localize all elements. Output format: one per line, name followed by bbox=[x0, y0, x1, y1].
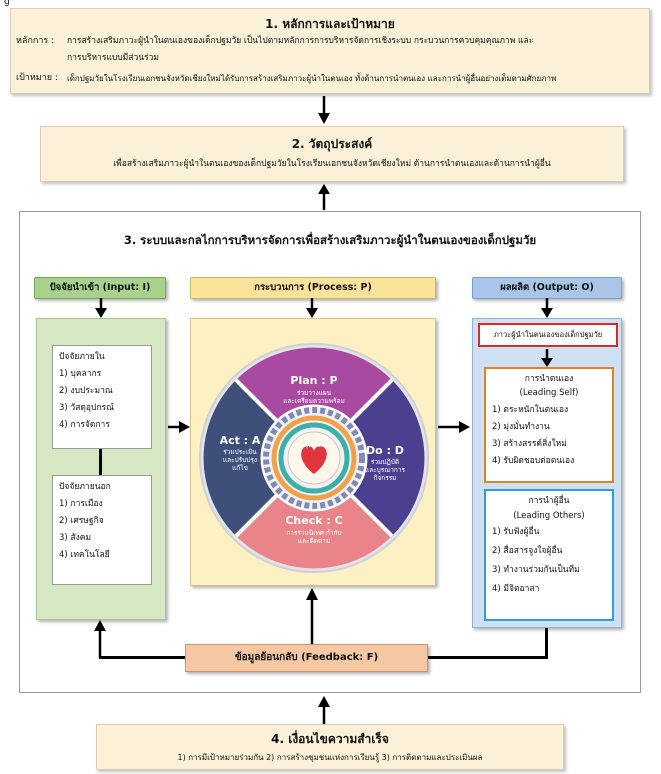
leading-self-subtitle: (Leading Self) bbox=[519, 388, 579, 398]
act-text-line: ร่วมประเมิน bbox=[223, 448, 257, 456]
do-text-line: ร่วมปฏิบัติ bbox=[370, 458, 400, 466]
system-title: 3. ระบบและกลไกการบริหารจัดการเพื่อสร้างเ… bbox=[123, 233, 537, 247]
list-item: 2) งบประมาณ bbox=[59, 386, 113, 396]
list-item: 3) สังคม bbox=[59, 533, 92, 543]
objective-text: เพื่อสร้างเสริมภาวะผู้นำในตนเองของเด็กปฐ… bbox=[113, 159, 551, 169]
list-item: 4) การจัดการ bbox=[59, 420, 110, 430]
arrow-up-icon bbox=[306, 588, 318, 644]
list-item: 3) สร้างสรรค์สิ่งใหม่ bbox=[492, 439, 567, 449]
arrow-down-icon bbox=[306, 298, 318, 318]
leading-others-box: การนำผู้อื่น (Leading Others) 1) รับฟังผ… bbox=[484, 489, 614, 621]
do-segment bbox=[314, 380, 425, 536]
external-factors-box: ปัจจัยภายนอก 1) การเมือง 2) เศรษฐกิจ 3) … bbox=[52, 475, 152, 585]
list-item: 1) บุคลากร bbox=[59, 369, 102, 379]
leading-others-title: การนำผู้อื่น bbox=[528, 496, 570, 506]
internal-factors-title: ปัจจัยภายใน bbox=[59, 352, 105, 362]
goal-label: เป้าหมาย : bbox=[16, 73, 58, 83]
check-title: Check : C bbox=[285, 514, 343, 527]
output-header: ผลผลิต (Output: O) bbox=[472, 277, 622, 299]
center-text: ภาวะผู้นำในตนเอง bbox=[293, 443, 335, 449]
list-item: 3) ทำงานร่วมกันเป็นทีม bbox=[492, 565, 580, 575]
plan-text: ร่วมวางแผน และเตรียมความพร้อม bbox=[272, 389, 356, 405]
leading-self-box: การนำตนเอง (Leading Self) 1) ตระหนักในตน… bbox=[484, 367, 614, 483]
principles-title: 1. หลักการและเป้าหมาย bbox=[265, 17, 395, 31]
success-conditions-title: 4. เงื่อนไขความสำเร็จ bbox=[271, 732, 389, 746]
success-conditions-text: 1) การมีเป้าหมายร่วมกัน 2) การสร้างชุมชน… bbox=[177, 753, 483, 762]
arrow-right-icon bbox=[438, 421, 470, 433]
list-item: 4) รับผิดชอบต่อตนเอง bbox=[492, 456, 575, 466]
feedback-box: ข้อมูลย้อนกลับ (Feedback: F) bbox=[185, 644, 428, 672]
arrow-down-icon bbox=[541, 298, 553, 318]
act-segment bbox=[203, 380, 314, 536]
leading-others-subtitle: (Leading Others) bbox=[513, 511, 585, 521]
plan-text-line: ร่วมวางแผน bbox=[296, 389, 332, 397]
process-header: กระบวนการ (Process: P) bbox=[190, 277, 436, 299]
principle-line1: การสร้างเสริมภาวะผู้นำในตนเองของเด็กปฐมว… bbox=[67, 36, 534, 46]
list-item: 1) รับฟังผู้อื่น bbox=[492, 527, 540, 537]
leadership-label: ภาวะผู้นำในตนเองของเด็กปฐมวัย bbox=[478, 323, 618, 347]
principle-line2: การบริหารแบบมีส่วนร่วม bbox=[67, 53, 159, 63]
pdca-wheel bbox=[199, 343, 429, 573]
objective-title: 2. วัตถุประสงค์ bbox=[291, 137, 373, 151]
feedback-line bbox=[545, 628, 548, 658]
act-text: ร่วมประเมิน และปรับปรุง แก้ไข bbox=[210, 448, 270, 472]
input-header: ปัจจัยนำเข้า (Input: I) bbox=[34, 277, 166, 299]
act-text-line: และปรับปรุง bbox=[222, 456, 258, 464]
objective-box: 2. วัตถุประสงค์ เพื่อสร้างเสริมภาวะผู้นำ… bbox=[40, 126, 624, 182]
do-text-line: กิจกรรม bbox=[373, 474, 397, 482]
plan-text-line: และเตรียมความพร้อม bbox=[283, 397, 345, 405]
arrow-up-icon bbox=[318, 696, 330, 724]
heart-icon bbox=[301, 446, 327, 474]
check-text-line: และติดตาม bbox=[297, 537, 331, 545]
principle-label: หลักการ : bbox=[16, 36, 55, 46]
list-item: 2) เศรษฐกิจ bbox=[59, 516, 104, 526]
principles-box: 1. หลักการและเป้าหมาย หลักการ : การสร้าง… bbox=[10, 8, 650, 94]
external-factors-title: ปัจจัยภายนอก bbox=[59, 482, 111, 492]
list-item: 1) ตระหนักในตนเอง bbox=[492, 405, 569, 415]
check-segment bbox=[236, 458, 392, 569]
feedback-line bbox=[99, 656, 185, 659]
plan-title: Plan : P bbox=[290, 374, 338, 387]
list-item: 4) มีจิตอาสา bbox=[492, 584, 540, 594]
list-item: 2) สื่อสารจูงใจผู้อื่น bbox=[492, 546, 563, 556]
do-text-line: และบูรณาการ bbox=[364, 466, 406, 474]
do-title: Do : D bbox=[366, 444, 404, 457]
arrow-right-icon bbox=[168, 421, 190, 433]
act-text-line: แก้ไข bbox=[232, 464, 248, 472]
arrow-down-icon bbox=[95, 298, 107, 318]
list-item: 4) เทคโนโลยี bbox=[59, 550, 110, 560]
arrow-down-icon bbox=[541, 349, 553, 367]
arrow-up-icon bbox=[318, 184, 330, 210]
arrow-down-icon bbox=[318, 96, 330, 124]
do-text: ร่วมปฏิบัติ และบูรณาการ กิจกรรม bbox=[355, 458, 415, 482]
goal-text: เด็กปฐมวัยในโรงเรียนเอกชนจังหวัดเชียงใหม… bbox=[67, 74, 557, 83]
list-item: 3) วัสดุอุปกรณ์ bbox=[59, 403, 115, 413]
act-title: Act : A bbox=[219, 434, 261, 447]
feedback-line bbox=[428, 656, 548, 659]
internal-factors-box: ปัจจัยภายใน 1) บุคลากร 2) งบประมาณ 3) วั… bbox=[52, 345, 152, 449]
arrow-up-icon bbox=[94, 620, 106, 658]
top-label: g bbox=[4, 0, 10, 7]
check-text: การร่วมนิเทศ กำกับ และติดตาม bbox=[270, 529, 358, 545]
list-item: 1) การเมือง bbox=[59, 499, 103, 509]
connector-line bbox=[99, 449, 102, 475]
list-item: 2) มุ่งมั่นทำงาน bbox=[492, 422, 550, 432]
success-conditions-box: 4. เงื่อนไขความสำเร็จ 1) การมีเป้าหมายร่… bbox=[96, 724, 564, 770]
leading-self-title: การนำตนเอง bbox=[524, 374, 574, 384]
check-text-line: การร่วมนิเทศ กำกับ bbox=[286, 529, 342, 537]
plan-segment bbox=[236, 347, 392, 458]
